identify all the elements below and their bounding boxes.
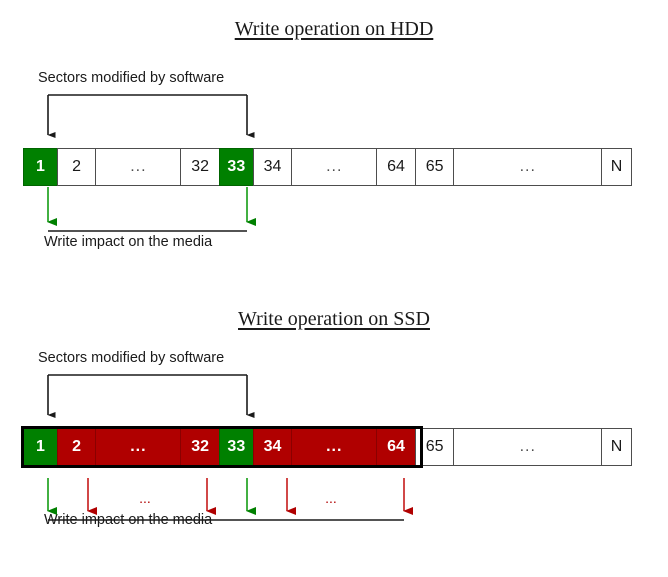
ssd-sector-2[interactable]: 2 [56, 428, 97, 466]
hdd-sector-33[interactable]: 33 [218, 148, 254, 186]
ssd-panel: Write operation on SSD Sectors modified … [0, 290, 668, 577]
hdd-sector-34[interactable]: 34 [252, 148, 293, 186]
hdd-title: Write operation on HDD [234, 18, 434, 40]
hdd-sector-n[interactable]: N [601, 148, 632, 186]
ssd-sector-gap-1: ... [95, 428, 182, 466]
ssd-sector-strip: 1 2 ... 32 33 34 ... 64 65 ... N [23, 428, 632, 466]
hdd-bottom-caption: Write impact on the media [44, 234, 213, 250]
hdd-sector-strip: 1 2 ... 32 33 34 ... 64 65 ... N [23, 148, 632, 186]
hdd-sector-64[interactable]: 64 [376, 148, 416, 186]
ssd-bottom-caption: Write impact on the media [44, 512, 213, 528]
hdd-sector-gap-1: ... [95, 148, 182, 186]
ssd-title: Write operation on SSD [238, 308, 430, 330]
ssd-sector-1[interactable]: 1 [23, 428, 58, 466]
ssd-sector-32[interactable]: 32 [180, 428, 220, 466]
hdd-top-caption: Sectors modified by software [38, 70, 225, 86]
ssd-sector-64[interactable]: 64 [376, 428, 416, 466]
ssd-sector-65[interactable]: 65 [414, 428, 455, 466]
hdd-sector-gap-3: ... [453, 148, 603, 186]
hdd-sector-32[interactable]: 32 [180, 148, 220, 186]
hdd-panel: Write operation on HDD Sectors modified … [23, 18, 632, 250]
hdd-sector-2[interactable]: 2 [56, 148, 97, 186]
ssd-sector-34[interactable]: 34 [252, 428, 293, 466]
ssd-sector-gap-3: ... [453, 428, 603, 466]
ssd-top-caption: Sectors modified by software [38, 350, 225, 366]
hdd-sector-1[interactable]: 1 [23, 148, 58, 186]
hdd-sector-65[interactable]: 65 [414, 148, 455, 186]
ssd-sector-gap-2: ... [291, 428, 378, 466]
ssd-sector-33[interactable]: 33 [218, 428, 254, 466]
ssd-sector-n[interactable]: N [601, 428, 632, 466]
hdd-sector-gap-2: ... [291, 148, 378, 186]
